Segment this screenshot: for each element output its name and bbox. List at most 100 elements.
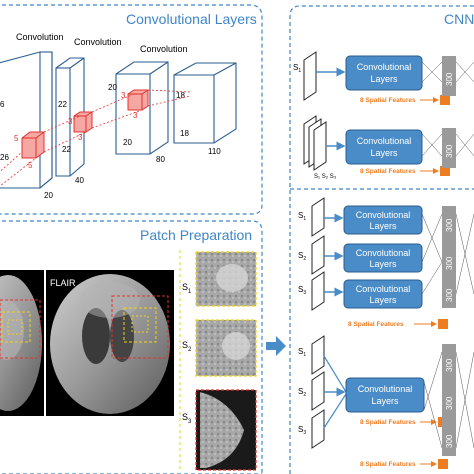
conv-block-label: Convolutional	[356, 284, 411, 294]
stack-caption: S₁ S₂ S₃	[314, 174, 337, 180]
input-label-s3-a: S3	[298, 285, 306, 296]
input-s3-d	[311, 409, 325, 449]
input-s2-d	[311, 371, 325, 411]
cnn-panel: CNN S1 Convolutional Layers 8 Spatial Fe…	[289, 5, 474, 474]
input-label-s3-b: S3	[298, 425, 306, 436]
patch-s2-label: S2	[182, 340, 192, 353]
conv-block-label: Convolutional	[357, 62, 412, 72]
conv-block-label: Convolutional	[356, 210, 411, 220]
fc-connections	[423, 351, 474, 449]
fc-label: 300	[445, 288, 454, 302]
dim-label-80: 80	[156, 155, 165, 164]
conv-block-label: Layers	[370, 74, 398, 84]
kernel-label-5-b: 5	[28, 161, 33, 170]
cnn-row-3: S1 S2 S3 Convolutional Layers Convolutio…	[298, 197, 474, 329]
fc-label: 300	[445, 358, 454, 372]
input-s2	[311, 235, 325, 275]
kernel-label-3-a: 3	[68, 117, 73, 126]
spatial-features-label: 8 Spatial Features	[360, 419, 416, 426]
flair-label: FLAIR	[50, 278, 76, 288]
patch-s1	[195, 251, 257, 307]
fc-label: 300	[445, 256, 454, 270]
cnn-row-1: S1 Convolutional Layers 8 Spatial Featur…	[293, 51, 474, 105]
input-label-s1-a: S1	[293, 63, 301, 74]
feature-node	[438, 459, 448, 469]
layer-box-2	[55, 57, 85, 177]
mri-slice-flair	[46, 270, 174, 416]
kernel-label-5-a: 5	[14, 134, 19, 143]
convolution-label-1: Convolution	[16, 32, 64, 42]
conv-layers-block	[345, 55, 423, 91]
conn-line	[323, 393, 347, 429]
conv-block-label: Layers	[369, 221, 397, 231]
dim-label-6: 6	[0, 100, 5, 109]
fc-layer	[442, 206, 456, 308]
flow-arrow	[266, 336, 286, 356]
conv-layers-block	[345, 377, 425, 413]
red-kernel-3	[127, 89, 149, 111]
cnn-panel-border	[289, 5, 474, 474]
conv-layers-block	[343, 205, 423, 235]
fc-label: 300	[445, 218, 454, 232]
fc-label: 300	[445, 434, 454, 448]
dim-label-40: 40	[75, 176, 84, 185]
feature-node	[438, 319, 448, 329]
fc-connections	[421, 213, 474, 295]
input-label-s1-b: S1	[298, 211, 306, 222]
dim-label-18-a: 18	[176, 91, 185, 100]
input-s3	[311, 271, 325, 311]
convolution-label-2: Convolution	[74, 37, 122, 47]
dim-label-18-b: 18	[180, 129, 189, 138]
conv-block-label: Layers	[369, 295, 397, 305]
patch-panel-border	[0, 220, 263, 474]
spatial-features-label: 8 Spatial Features	[348, 321, 404, 328]
cnn-row-2: S₁ S₂ S₃ Convolutional Layers 8 Spatial …	[303, 115, 474, 180]
input-label-s1-c: S1	[298, 347, 306, 358]
layer-box-4	[173, 62, 237, 144]
dim-label-20-c: 20	[123, 138, 132, 147]
input-label-s2-a: S2	[298, 251, 306, 262]
patch-s3-label: S3	[182, 412, 192, 425]
convolution-label-3: Convolution	[140, 44, 188, 54]
kernel-label-3-b: 3	[78, 133, 83, 142]
cnn-panel-title: CNN	[444, 11, 474, 27]
conv-block-label: Convolutional	[356, 248, 411, 258]
fc-connections	[421, 61, 474, 83]
conv-layers-block	[343, 243, 423, 273]
conv-block-label: Layers	[371, 396, 399, 406]
patch-prep-panel: Patch Preparation FLAIR	[0, 220, 263, 474]
red-kernel-2	[73, 111, 93, 133]
kernel-label-3-c: 3	[121, 91, 126, 100]
conn-line	[323, 355, 347, 393]
red-kernel-1	[21, 131, 45, 159]
dim-label-20-a: 20	[44, 191, 53, 200]
input-stack-triple	[303, 115, 327, 171]
spatial-features-label: 8 Spatial Features	[360, 97, 416, 104]
input-s1-d	[311, 335, 325, 375]
fc-layer	[442, 128, 456, 168]
dim-label-20-b: 20	[108, 83, 117, 92]
dim-label-22-b: 22	[62, 145, 71, 154]
kernel-projection-lines	[0, 89, 191, 187]
conv-layers-block	[345, 129, 423, 165]
input-label-s2-b: S2	[298, 387, 306, 398]
dim-label-26: 26	[0, 153, 9, 162]
patch-s2	[195, 319, 257, 377]
kernel-label-3-d: 3	[133, 111, 138, 120]
feature-node	[440, 95, 450, 105]
input-s1	[311, 197, 325, 237]
patch-panel-title: Patch Preparation	[140, 227, 252, 243]
fc-connections	[421, 133, 474, 157]
spatial-features-label: 8 Spatial Features	[360, 168, 416, 175]
patch-s3	[195, 389, 257, 471]
fc-layer	[442, 344, 456, 456]
input-stack-s1-single	[303, 51, 317, 101]
conv-block-label: Convolutional	[357, 136, 412, 146]
patch-s1-label: S1	[182, 282, 192, 295]
conv-block-label: Layers	[370, 148, 398, 158]
mri-slice-left	[0, 270, 44, 416]
conv-panel-title: Convolutional Layers	[126, 11, 257, 27]
fc-layer	[442, 56, 456, 96]
fc-label: 300	[445, 72, 454, 86]
